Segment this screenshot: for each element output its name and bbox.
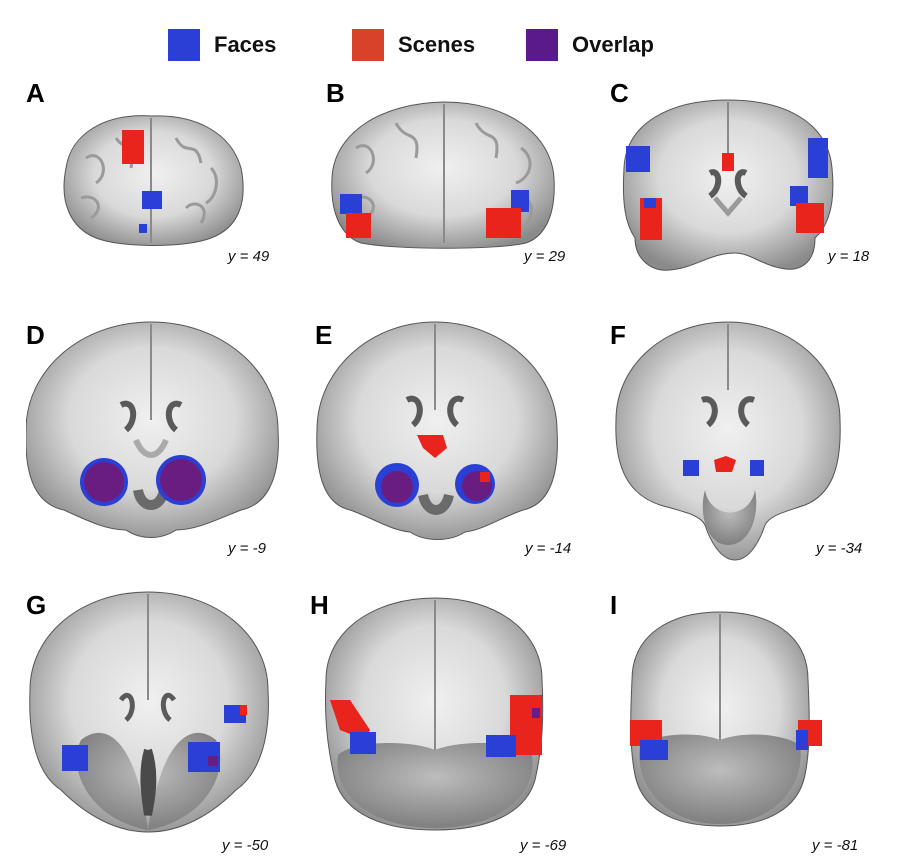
faces-activation: [796, 730, 808, 750]
panel-letter: G: [26, 590, 47, 620]
faces-activation: [640, 740, 668, 760]
scenes-activation: [346, 213, 371, 238]
legend-item-faces: Faces: [168, 28, 276, 62]
brain-slice-image: [316, 321, 558, 540]
slice-coordinate: y = -50: [222, 837, 269, 854]
overlap-activation: [381, 471, 413, 503]
faces-activation: [142, 191, 162, 209]
faces-activation: [62, 745, 88, 771]
slice-coordinate: y = -69: [520, 837, 567, 854]
brain-panel-e: E y = -14: [315, 320, 605, 570]
overlap-swatch: [526, 29, 558, 61]
brain-slice-image: [622, 99, 834, 271]
faces-activation: [350, 732, 376, 754]
panel-letter: A: [26, 78, 45, 108]
overlap-activation: [84, 462, 124, 502]
panel-letter: C: [610, 78, 629, 108]
faces-activation: [808, 138, 828, 178]
slice-coordinate: y = -14: [525, 540, 572, 557]
panel-letter: F: [610, 320, 626, 350]
faces-swatch: [168, 29, 200, 61]
panel-letter: I: [610, 590, 618, 620]
faces-activation: [626, 146, 650, 172]
brain-slice-image: [615, 321, 841, 561]
scenes-activation: [240, 705, 247, 715]
brain-panel-h: H y = -69: [310, 590, 600, 854]
brain-panel-b: B y = 29: [326, 78, 616, 328]
slice-coordinate: y = 29: [524, 248, 566, 265]
legend-label: Scenes: [398, 32, 476, 57]
slice-coordinate: y = 18: [828, 248, 870, 265]
faces-activation: [683, 460, 699, 476]
legend-item-scenes: Scenes: [352, 28, 475, 62]
brain-panel-c: C y = 18: [610, 78, 900, 328]
brain-slice-image: [63, 115, 244, 246]
scenes-activation: [480, 472, 490, 482]
legend-label: Overlap: [572, 32, 654, 57]
faces-activation: [790, 186, 808, 206]
slice-coordinate: y = -81: [812, 837, 859, 854]
slice-coordinate: y = -34: [816, 540, 863, 557]
scenes-activation: [796, 203, 824, 233]
panel-letter: H: [310, 590, 329, 620]
brain-slice-image: [324, 597, 544, 831]
scenes-activation: [330, 700, 370, 740]
legend-label: Faces: [214, 32, 277, 57]
brain-panel-g: G y = -50: [26, 590, 316, 854]
brain-slice-image: [630, 611, 822, 827]
faces-activation: [139, 224, 147, 233]
brain-panel-d: D y = -9: [26, 320, 316, 570]
faces-activation: [750, 460, 764, 476]
brain-slice-image: [26, 321, 279, 538]
brain-panel-f: F y = -34: [610, 320, 900, 570]
scenes-activation: [722, 153, 734, 171]
scenes-activation: [640, 198, 662, 240]
brain-slice-image: [331, 101, 555, 249]
scenes-activation: [486, 208, 521, 238]
scenes-swatch: [352, 29, 384, 61]
overlap-activation: [208, 756, 218, 766]
brain-slice-image: [29, 591, 269, 833]
slice-coordinate: y = -9: [228, 540, 266, 557]
faces-activation: [511, 190, 529, 212]
faces-activation: [486, 735, 516, 757]
overlap-activation: [160, 459, 202, 501]
scenes-activation: [714, 456, 736, 472]
panel-letter: E: [315, 320, 333, 350]
faces-activation: [340, 194, 362, 214]
panel-letter: B: [326, 78, 345, 108]
panel-letter: D: [26, 320, 45, 350]
legend-item-overlap: Overlap: [526, 28, 654, 62]
faces-activation: [644, 198, 656, 208]
legend: Faces Scenes Overlap: [0, 28, 903, 62]
overlap-activation: [532, 708, 540, 718]
scenes-activation: [417, 435, 447, 458]
slice-coordinate: y = 49: [228, 248, 270, 265]
scenes-activation: [122, 130, 144, 164]
brain-panel-i: I y = -81: [610, 590, 900, 854]
brain-panel-a: A y = 49: [26, 78, 316, 328]
